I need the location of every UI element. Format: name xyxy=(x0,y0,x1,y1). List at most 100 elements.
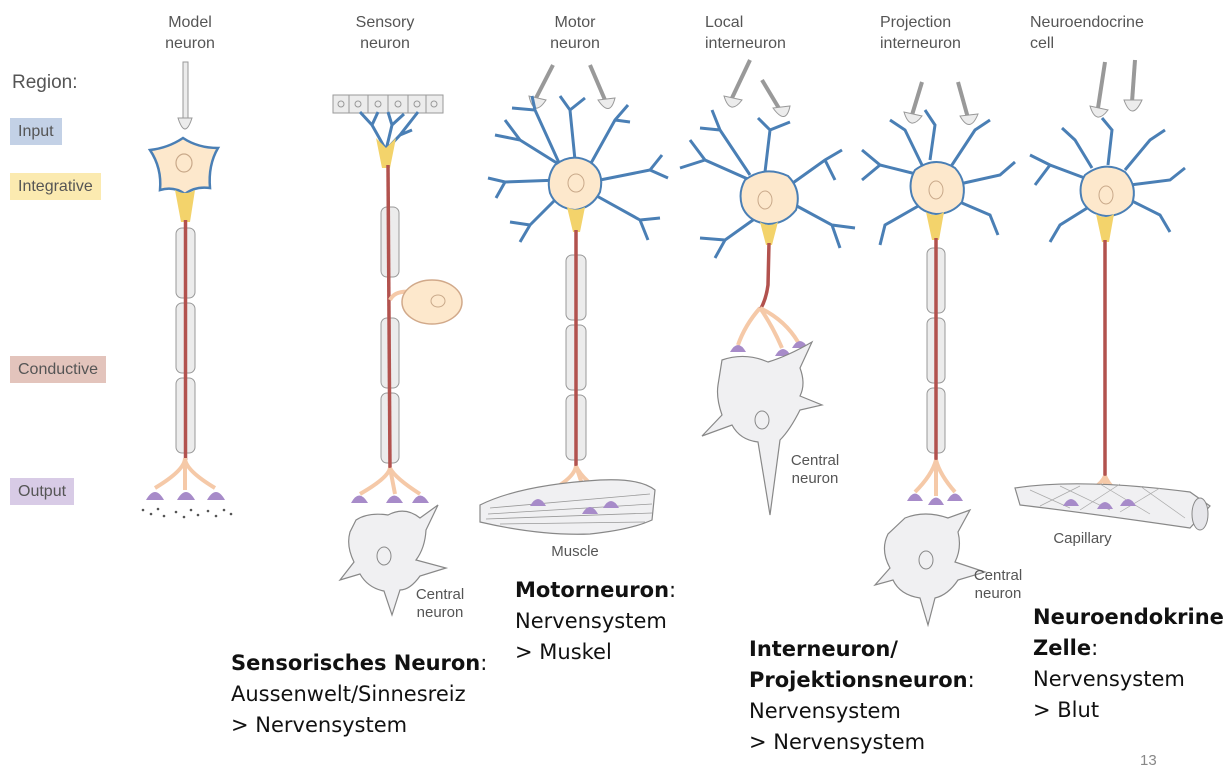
model-hillock xyxy=(175,190,195,222)
caption-sensory-line-1: Aussenwelt/Sinnesreiz xyxy=(231,682,466,706)
caption-interneuron-line-2: > Nervensystem xyxy=(749,730,926,754)
projection-bouton-2 xyxy=(928,497,944,505)
motor-muscle-fibers xyxy=(485,493,653,525)
region-conductive: Conductive xyxy=(10,356,107,383)
sensory-nucleus xyxy=(430,294,446,308)
projection-bouton-3 xyxy=(947,493,963,501)
sensory-hillock xyxy=(376,138,396,168)
caption-neuroendocrine-line-2: > Blut xyxy=(1033,698,1100,722)
neuroendocrine-capillary xyxy=(1014,483,1211,529)
caption-sensory-line-2: > Nervensystem xyxy=(231,713,408,737)
caption-neuroendocrine-title-1: Neuroendokrine xyxy=(1033,605,1224,629)
sensory-dendrites xyxy=(358,110,420,152)
model-bouton-1 xyxy=(146,492,164,500)
local-bouton-1 xyxy=(730,345,746,352)
motor-input-terminal-2 xyxy=(597,97,616,109)
model-bouton-3 xyxy=(207,492,225,500)
sensory-axon xyxy=(386,164,392,471)
caption-sensory-neuron: Sensorisches Neuron: Aussenwelt/Sinnesre… xyxy=(231,648,487,741)
caption-motor-neuron: Motorneuron: Nervensystem > Muskel xyxy=(515,575,676,668)
model-bouton-2 xyxy=(177,492,195,500)
projection-input-fiber-1 xyxy=(910,81,924,116)
projection-central-nucleus xyxy=(918,550,934,570)
local-dendrites xyxy=(679,109,856,259)
region-input: Input xyxy=(10,118,62,145)
neuroendocrine-bouton-1 xyxy=(1063,499,1079,506)
neuroendocrine-capillary-mesh xyxy=(1029,483,1186,519)
local-nucleus xyxy=(757,190,773,210)
sensory-central-neuron xyxy=(338,504,449,617)
local-central-nucleus xyxy=(754,410,770,430)
caption-sensory-title: Sensorisches Neuron xyxy=(231,651,481,675)
motor-bouton-3 xyxy=(603,501,619,508)
local-axon xyxy=(758,242,771,311)
neuroendocrine-capillary-opening xyxy=(1191,497,1209,531)
caption-interneuron: Interneuron/ Projektionsneuron: Nervensy… xyxy=(749,634,975,758)
projection-soma xyxy=(909,161,965,216)
sensory-skin-epithelium xyxy=(332,94,444,114)
sensory-bouton-3 xyxy=(412,495,429,503)
neuroendocrine-input-terminal-1 xyxy=(1089,105,1109,118)
neuroendocrine-input-fiber-2 xyxy=(1130,59,1137,103)
caption-interneuron-line-1: Nervensystem xyxy=(749,699,901,723)
local-terminal-branches xyxy=(736,306,800,349)
local-soma xyxy=(739,170,799,226)
motor-bouton-2 xyxy=(582,507,598,514)
caption-interneuron-title-2: Projektionsneuron xyxy=(749,668,968,692)
label-capillary: Capillary xyxy=(1053,530,1112,547)
projection-interneuron xyxy=(861,81,1016,628)
model-nucleus xyxy=(175,153,193,173)
neuroendocrine-input-fiber-1 xyxy=(1096,61,1107,109)
caption-motor-line-1: Nervensystem xyxy=(515,609,667,633)
model-input-terminal xyxy=(177,117,193,130)
motor-nucleus xyxy=(567,173,585,193)
sensory-bouton-1 xyxy=(351,495,368,503)
projection-dendrites xyxy=(861,109,1016,246)
caption-neuroendocrine-cell: Neuroendokrine Zelle: Nervensystem > Blu… xyxy=(1033,602,1224,726)
caption-motor-line-2: > Muskel xyxy=(515,640,612,664)
neuroendocrine-bouton-3 xyxy=(1120,499,1136,506)
motor-muscle xyxy=(479,479,656,535)
model-neuron xyxy=(141,61,233,519)
projection-nucleus xyxy=(928,180,944,200)
sensory-bouton-2 xyxy=(386,495,403,503)
caption-interneuron-title-1: Interneuron/ xyxy=(749,637,898,661)
model-input-fiber xyxy=(182,61,189,121)
region-heading: Region: xyxy=(12,72,78,93)
caption-neuroendocrine-title-2: Zelle xyxy=(1033,636,1092,660)
local-input-fiber-2 xyxy=(760,78,782,112)
projection-bouton-1 xyxy=(907,493,923,501)
neuroendocrine-cell xyxy=(1014,59,1211,531)
neuroendocrine-nucleus xyxy=(1098,185,1114,205)
projection-input-terminal-1 xyxy=(903,111,923,124)
sensory-terminal-branches xyxy=(359,466,422,496)
local-interneuron xyxy=(679,59,856,516)
neuroendocrine-bouton-2 xyxy=(1097,502,1113,509)
motor-input-fiber-1 xyxy=(533,64,555,101)
motor-hillock xyxy=(567,207,585,232)
model-terminal-branches xyxy=(153,457,217,490)
projection-terminal-branches xyxy=(913,459,957,496)
caption-neuroendocrine-line-1: Nervensystem xyxy=(1033,667,1185,691)
region-output: Output xyxy=(10,478,75,505)
neuroendocrine-hillock xyxy=(1096,214,1114,242)
neuroendocrine-soma xyxy=(1079,165,1135,218)
local-input-terminal-2 xyxy=(772,105,791,117)
projection-input-terminal-2 xyxy=(959,113,979,125)
local-hillock xyxy=(760,222,778,245)
local-input-terminal-1 xyxy=(723,95,743,108)
page-number: 13 xyxy=(1140,752,1157,769)
motor-dendrites xyxy=(487,95,669,243)
sensory-central-nucleus xyxy=(376,546,392,566)
label-muscle: Muscle xyxy=(551,543,599,560)
sensory-soma xyxy=(401,279,463,325)
